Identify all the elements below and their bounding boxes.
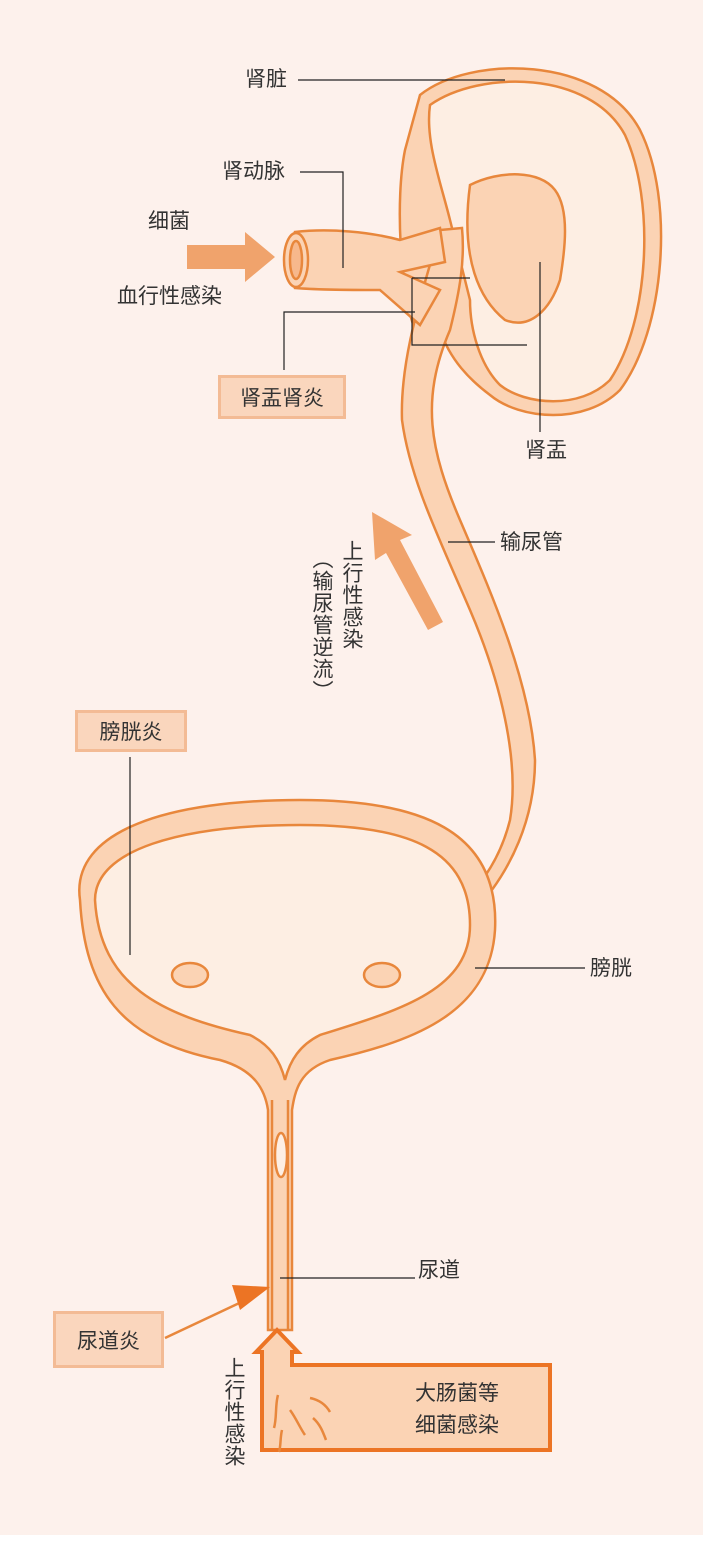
renal-pelvis	[466, 173, 567, 324]
label-kidney: 肾脏	[245, 67, 287, 91]
urethritis-arrow-icon	[232, 1285, 270, 1310]
box-pyelonephritis: 肾盂肾炎	[218, 375, 346, 419]
leader-lines	[129, 79, 585, 1279]
ascending-infection-arrow	[251, 1327, 552, 1452]
label-urethra: 尿道	[418, 1258, 460, 1282]
label-bacterial-infection: 细菌感染	[415, 1413, 499, 1437]
bladder-interior	[93, 823, 472, 1081]
box-cystitis: 膀胱炎	[75, 710, 187, 752]
label-renal-artery: 肾动脉	[222, 159, 285, 183]
ascending-arrow-icon	[372, 512, 443, 630]
box-urethritis: 尿道炎	[53, 1311, 164, 1368]
renal-artery	[293, 226, 447, 327]
label-renal-pelvis: 肾盂	[525, 438, 567, 462]
bacteria-arrow-icon	[187, 232, 275, 282]
label-ureteral-reflux: （输尿管逆流）	[310, 548, 334, 702]
bacteria-icons	[272, 1394, 332, 1453]
label-hematogenous-infection: 血行性感染	[117, 284, 222, 308]
label-bladder: 膀胱	[590, 956, 632, 980]
label-ascending-infection-urethra: 上行性感染	[222, 1357, 246, 1467]
label-bacteria: 细菌	[148, 209, 190, 233]
label-ascending-infection-ureter: 上行性感染	[340, 540, 364, 650]
label-ecoli: 大肠菌等	[415, 1381, 499, 1405]
label-ureter: 输尿管	[500, 530, 563, 554]
